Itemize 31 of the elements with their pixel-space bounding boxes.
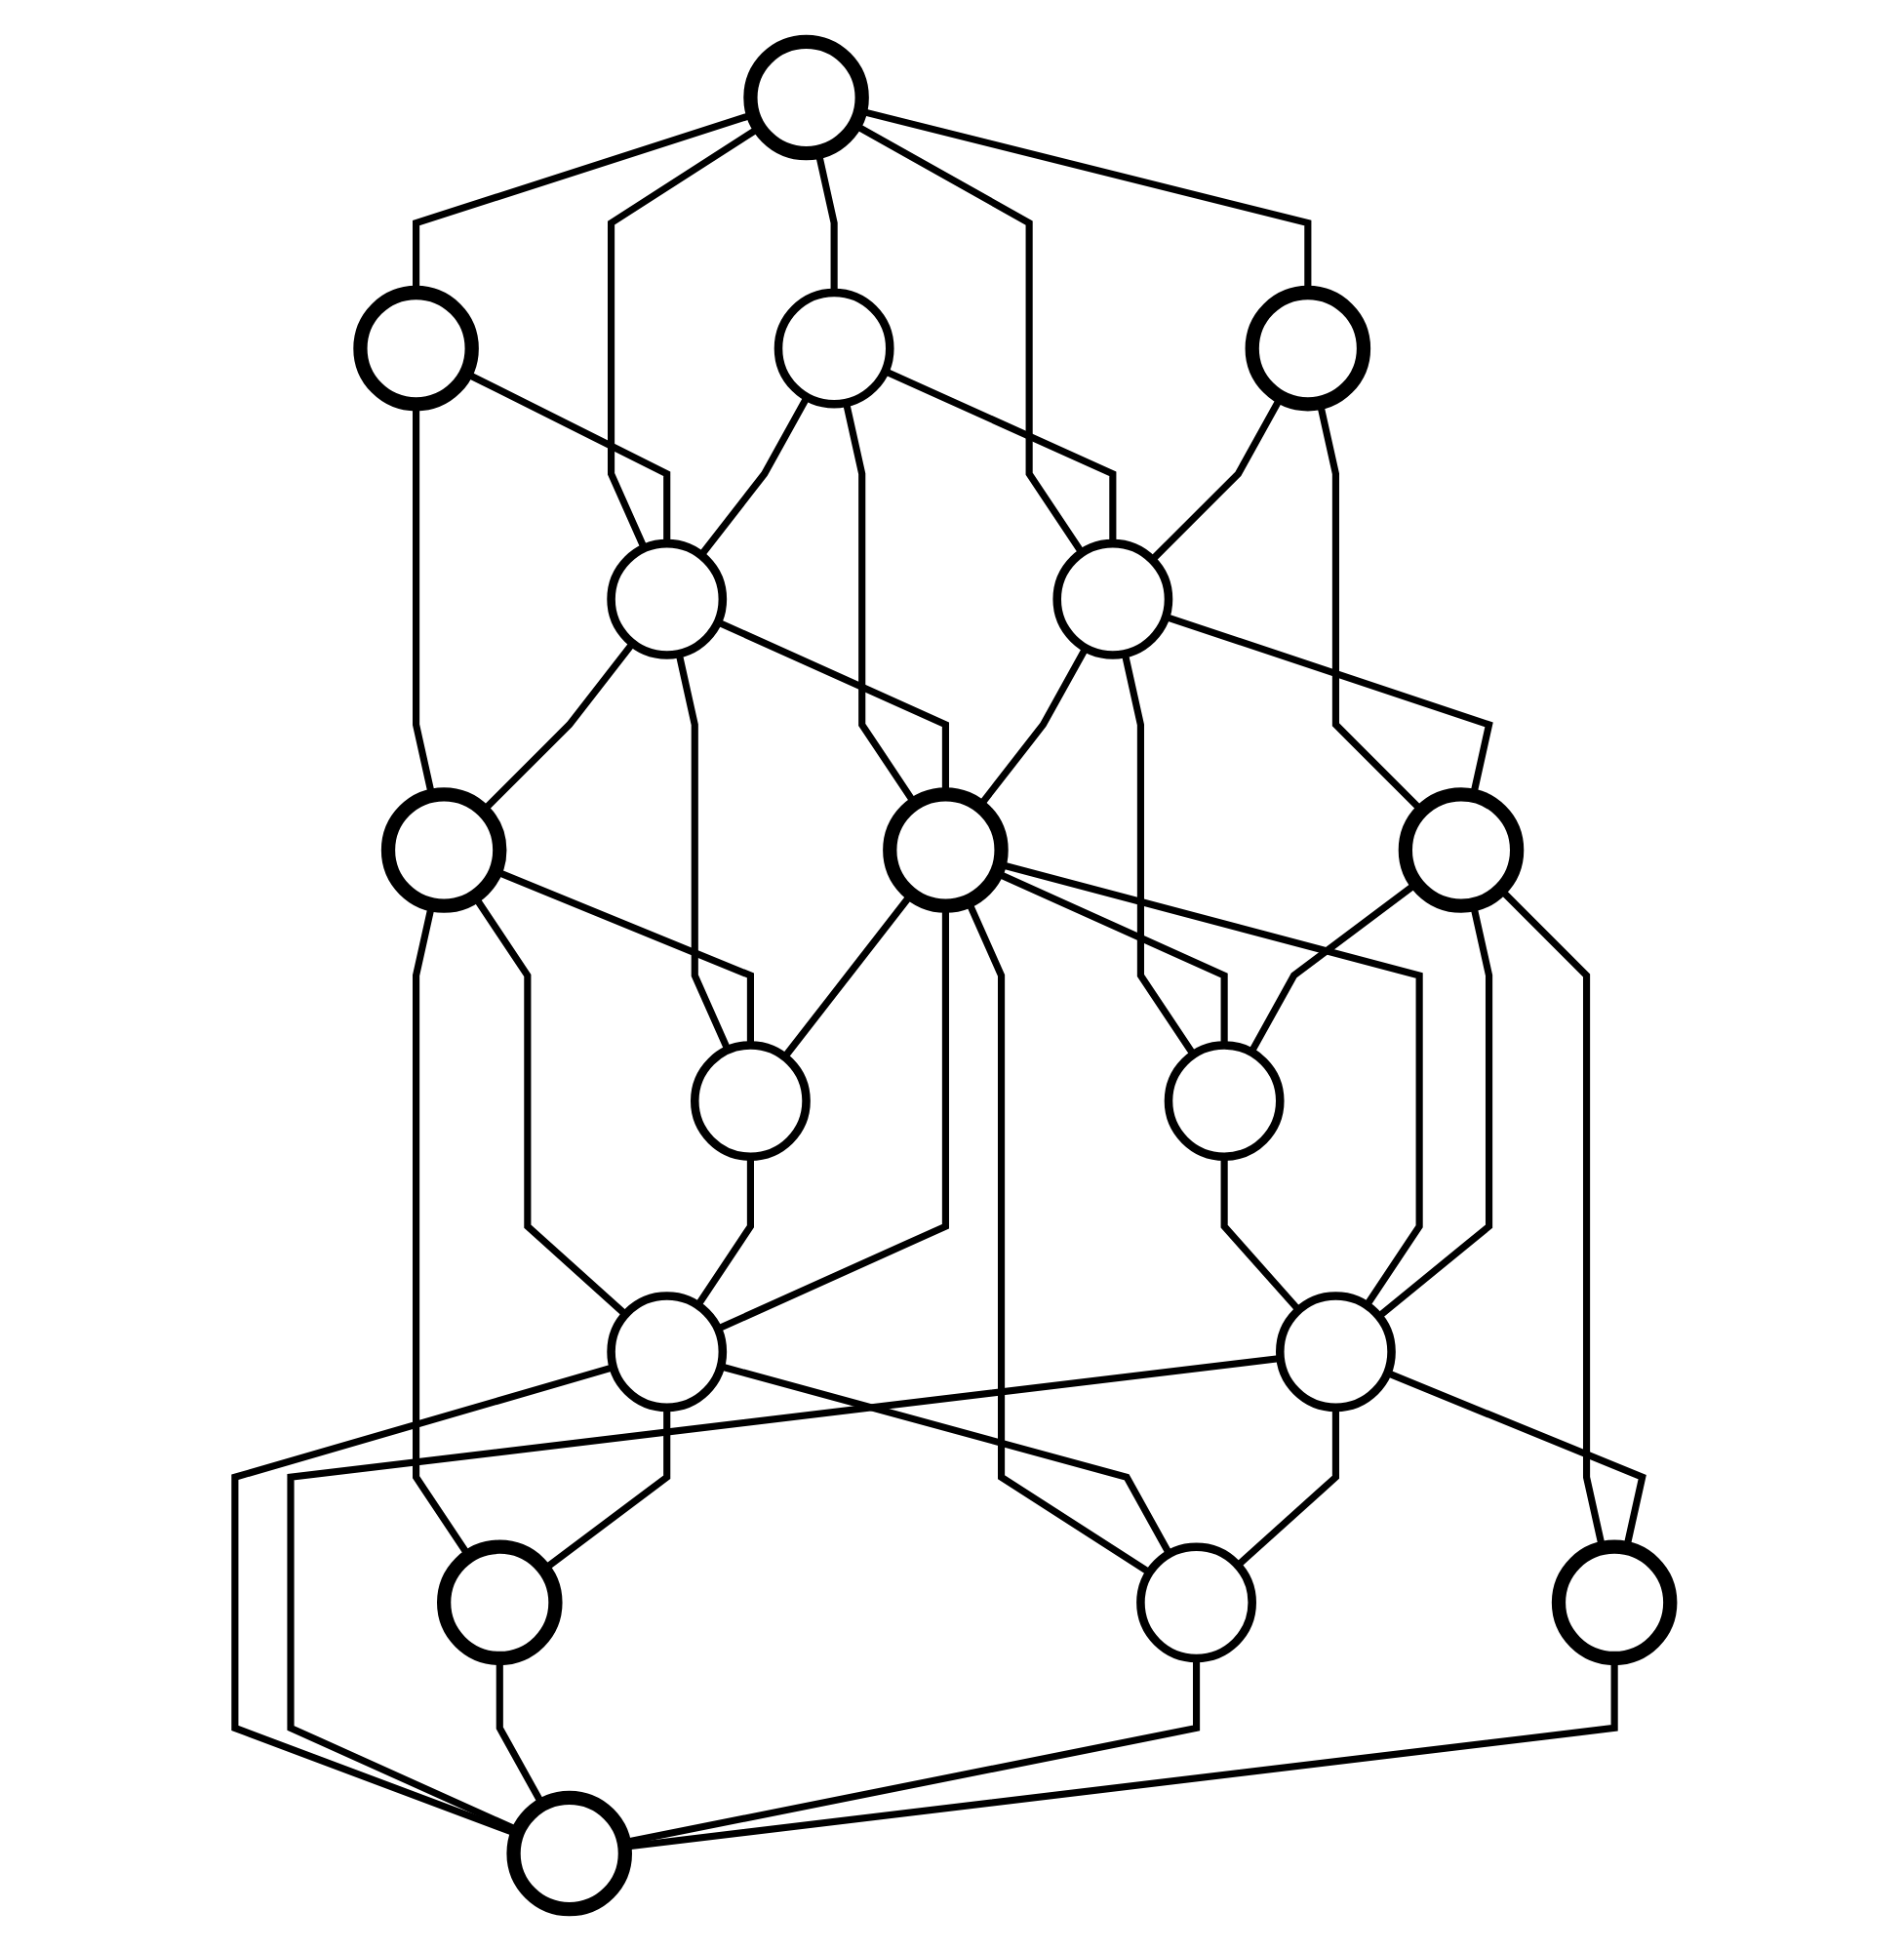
node-circle — [1275, 1292, 1396, 1413]
node-circle — [1245, 285, 1370, 412]
node-circle — [380, 787, 506, 913]
node-circle — [436, 1539, 562, 1666]
node-circle — [352, 285, 479, 412]
node-circle — [606, 1292, 727, 1413]
connector — [230, 1364, 615, 1838]
node-circle — [1051, 538, 1172, 659]
node-circle — [882, 787, 1009, 913]
node-circle — [1164, 1041, 1284, 1161]
connector — [480, 641, 635, 814]
connector — [607, 124, 761, 550]
node-circle — [606, 538, 727, 659]
connector — [1235, 1407, 1339, 1569]
connector — [883, 368, 1116, 544]
connector — [1248, 880, 1418, 1055]
node-circle — [1135, 1542, 1256, 1663]
connector — [697, 395, 810, 558]
connector — [286, 1354, 1281, 1834]
connector — [694, 1156, 754, 1308]
node-circle — [1551, 1539, 1677, 1666]
node-circle — [505, 1790, 632, 1917]
node-circle — [690, 1041, 811, 1161]
connector — [719, 1363, 1172, 1556]
connector — [1121, 653, 1196, 1056]
node-circle — [774, 288, 893, 409]
connector — [471, 895, 628, 1318]
node-circle — [1398, 787, 1524, 913]
node-circle — [742, 34, 869, 161]
connector — [675, 653, 731, 1052]
connector — [1220, 1156, 1301, 1313]
